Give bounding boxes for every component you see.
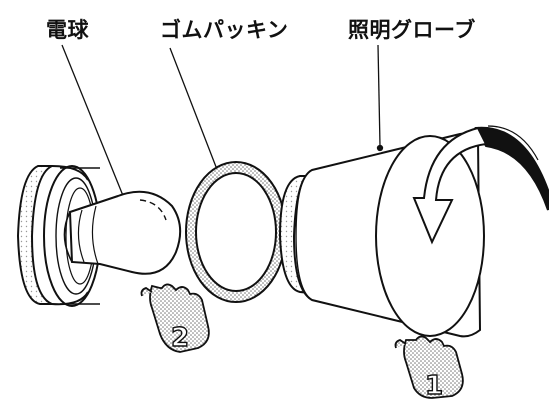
light-globe-label: 照明グローブ	[348, 18, 476, 42]
rotation-arrow	[412, 125, 549, 245]
globe-leader	[377, 44, 381, 147]
step-1-number: 1	[425, 371, 443, 400]
step-2-number: 2	[171, 323, 189, 353]
gasket-leader	[169, 47, 219, 173]
bulb-label: 電球	[46, 18, 89, 42]
light-globe	[278, 132, 485, 338]
hand-pointer-icon-step-2: 2	[140, 283, 210, 354]
bulb-leader	[61, 44, 129, 209]
rubber-gasket	[185, 161, 287, 303]
hand-pointer-icon-step-1: 1	[394, 335, 464, 402]
bulb	[63, 190, 182, 275]
rubber-gasket-label: ゴムパッキン	[160, 18, 289, 42]
